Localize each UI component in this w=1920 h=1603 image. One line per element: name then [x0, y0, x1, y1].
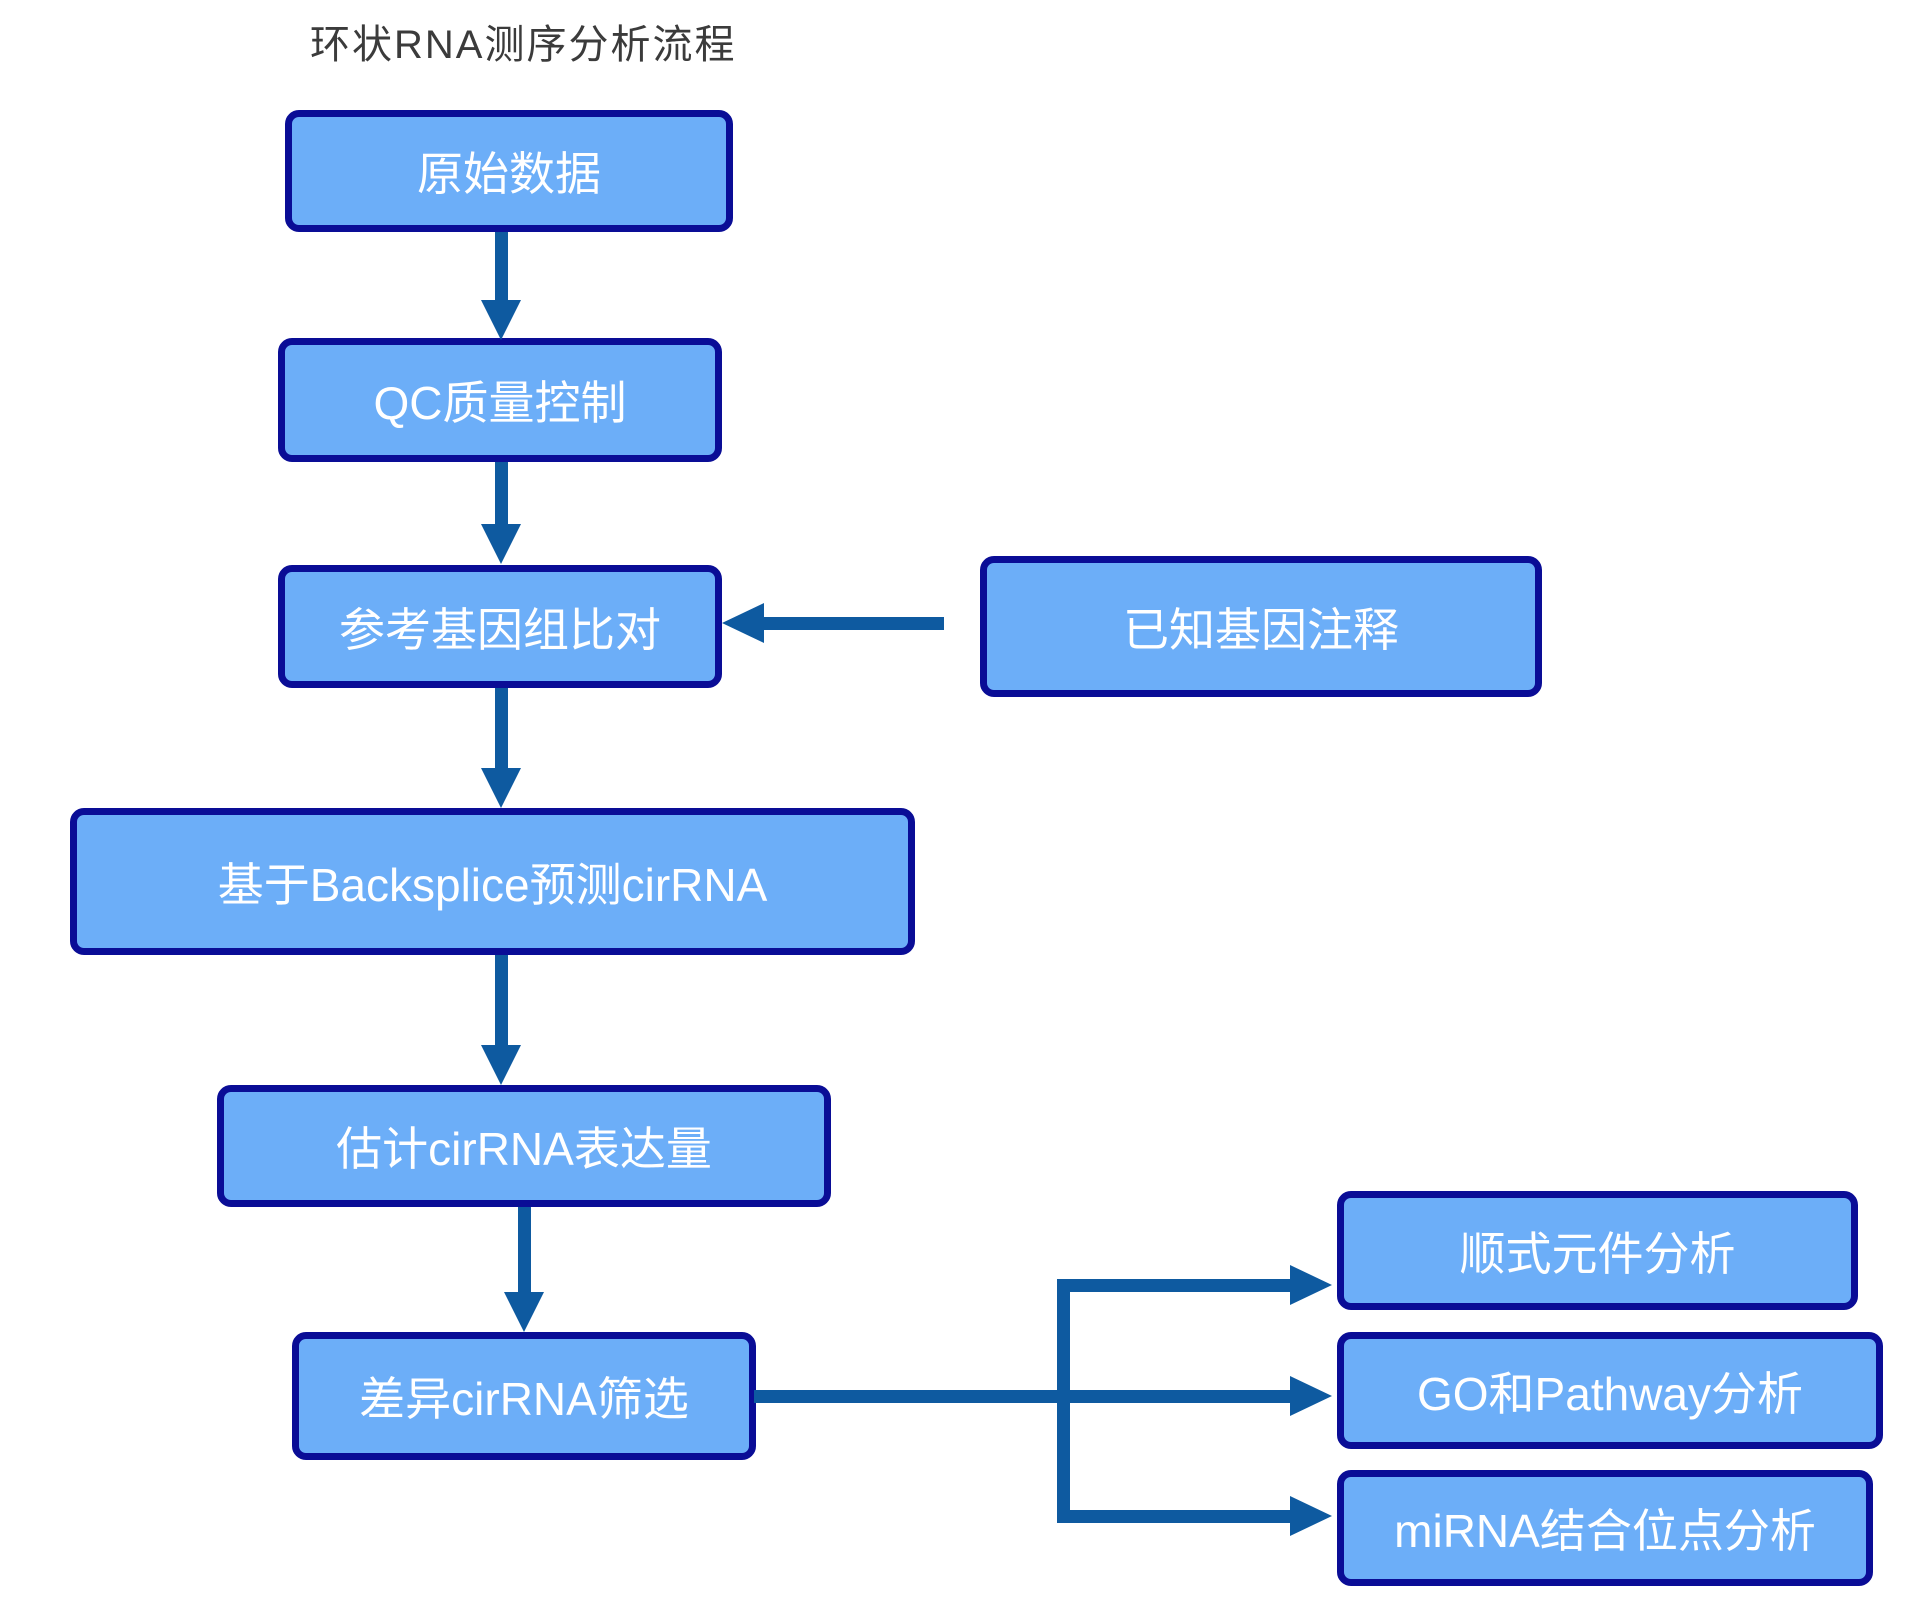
- node-diff-screening: 差异cirRNA筛选: [292, 1332, 756, 1460]
- arrow-qc-to-alignment: [495, 462, 508, 524]
- arrowhead-right-icon: [1290, 1376, 1332, 1416]
- arrowhead-right-icon: [1290, 1265, 1332, 1305]
- node-backsplice-predict-label: 基于Backsplice预测cirRNA: [217, 858, 768, 911]
- node-go-pathway: GO和Pathway分析: [1337, 1332, 1883, 1449]
- branch-line-to-cis: [1057, 1279, 1292, 1292]
- node-known-annotation: 已知基因注释: [980, 556, 1542, 697]
- arrow-raw-to-qc: [495, 232, 508, 302]
- branch-line-trunk: [1057, 1279, 1070, 1523]
- arrowhead-right-icon: [1290, 1496, 1332, 1536]
- node-qc-label: QC质量控制: [373, 377, 627, 429]
- arrowhead-down-icon: [504, 1292, 544, 1332]
- diagram-title: 环状RNA测序分析流程: [310, 23, 737, 67]
- node-raw-data: 原始数据: [285, 110, 733, 232]
- node-expression-estimate-label: 估计cirRNA表达量: [336, 1123, 712, 1175]
- node-genome-alignment-label: 参考基因组比对: [339, 603, 661, 656]
- node-expression-estimate: 估计cirRNA表达量: [217, 1085, 831, 1207]
- node-qc: QC质量控制: [278, 338, 722, 462]
- arrowhead-down-icon: [481, 524, 521, 564]
- branch-line-to-mirna: [1057, 1510, 1292, 1523]
- node-cis-element-label: 顺式元件分析: [1459, 1227, 1736, 1280]
- node-genome-alignment: 参考基因组比对: [278, 565, 722, 688]
- arrow-expression-to-diff: [518, 1207, 531, 1292]
- node-mirna-binding-label: miRNA结合位点分析: [1394, 1505, 1816, 1557]
- node-cis-element: 顺式元件分析: [1337, 1191, 1858, 1310]
- node-go-pathway-label: GO和Pathway分析: [1417, 1367, 1803, 1420]
- arrow-annotation-to-alignment: [762, 617, 944, 630]
- node-raw-data-label: 原始数据: [417, 148, 601, 200]
- node-mirna-binding: miRNA结合位点分析: [1337, 1470, 1873, 1586]
- arrowhead-down-icon: [481, 768, 521, 808]
- node-backsplice-predict: 基于Backsplice预测cirRNA: [70, 808, 915, 955]
- branch-line-main: [754, 1390, 1292, 1403]
- arrowhead-down-icon: [481, 1045, 521, 1085]
- arrowhead-down-icon: [481, 300, 521, 340]
- arrow-alignment-to-backsplice: [495, 688, 508, 768]
- node-known-annotation-label: 已知基因注释: [1123, 603, 1399, 656]
- arrow-backsplice-to-expression: [495, 955, 508, 1045]
- arrowhead-left-icon: [722, 603, 764, 643]
- node-diff-screening-label: 差异cirRNA筛选: [359, 1373, 689, 1425]
